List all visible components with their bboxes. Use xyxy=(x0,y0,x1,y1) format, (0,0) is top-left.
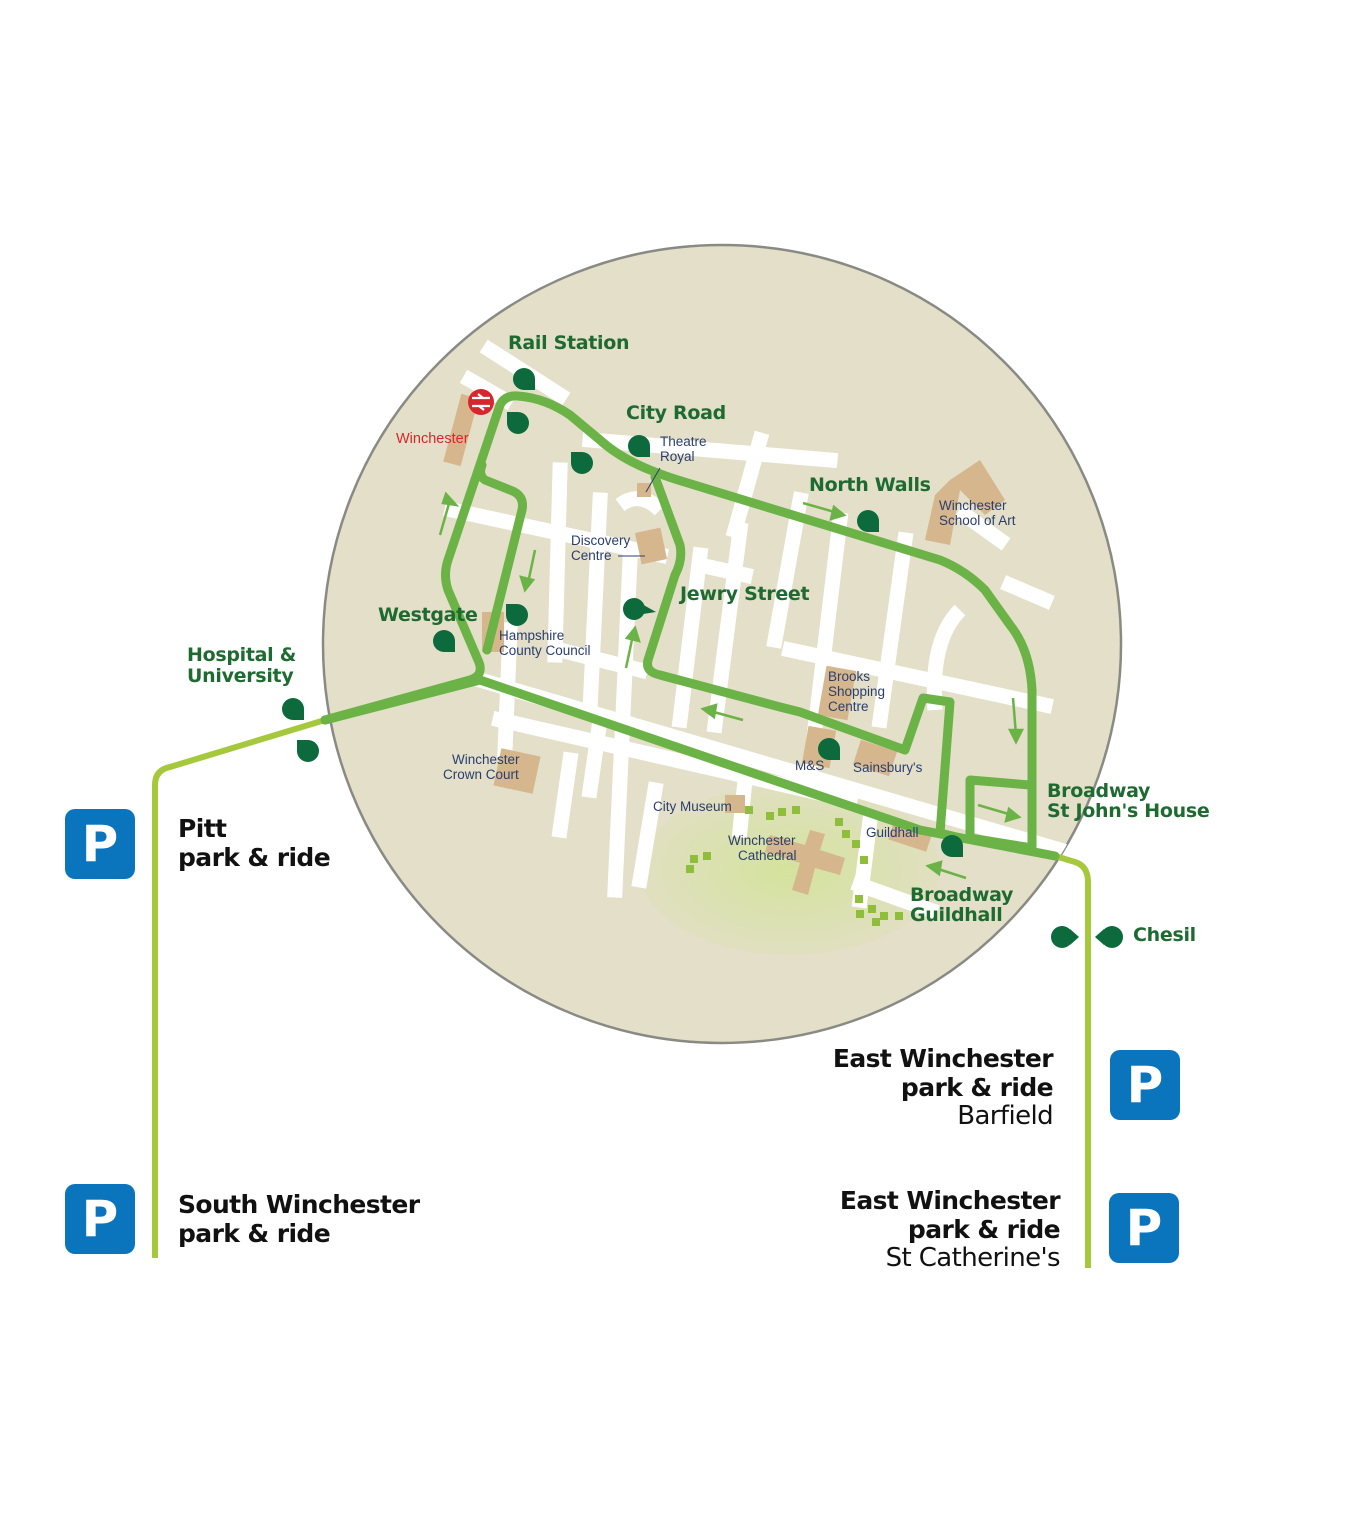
south-park-ride[interactable]: South Winchester park & ride xyxy=(178,1190,420,1248)
stop-marker-chesil-2 xyxy=(1101,926,1123,948)
label-brooks-3: Centre xyxy=(828,699,869,714)
label-brooks-1: Brooks xyxy=(828,669,870,684)
st-catherines-sub: park & ride xyxy=(907,1215,1061,1244)
parking-icon-barfield[interactable]: P xyxy=(1110,1050,1180,1120)
label-ms: M&S xyxy=(795,758,824,773)
label-cathedral-1: Winchester xyxy=(728,833,796,848)
stop-marker-westgate-2 xyxy=(506,604,528,626)
museum-building xyxy=(725,795,745,813)
south-sub: park & ride xyxy=(178,1219,331,1248)
label-broadway-sj-2: St John's House xyxy=(1047,800,1209,822)
label-sainsburys: Sainsbury's xyxy=(853,760,923,775)
st-catherines-place: St Catherine's xyxy=(885,1243,1061,1273)
label-crown-court-1: Winchester xyxy=(452,752,520,767)
label-hcc-2: County Council xyxy=(499,643,591,658)
stop-marker-hospital-1 xyxy=(282,698,304,720)
label-broadway-gh-1: Broadway xyxy=(910,884,1014,906)
label-discovery-1: Discovery xyxy=(571,533,631,548)
stop-marker-north-walls xyxy=(857,510,879,532)
pitt-park-ride[interactable]: Pitt park & ride xyxy=(178,814,331,872)
stop-marker-city-road-1 xyxy=(571,452,593,474)
stop-marker-jewry-street xyxy=(623,598,656,620)
label-chesil: Chesil xyxy=(1133,924,1196,946)
label-theatre-royal-2: Royal xyxy=(660,449,695,464)
discovery-centre-building xyxy=(634,527,668,565)
label-brooks-2: Shopping xyxy=(828,684,885,699)
label-broadway-gh-2: Guildhall xyxy=(910,904,1002,926)
stop-marker-westgate-1 xyxy=(433,630,455,652)
south-name: South Winchester xyxy=(178,1190,420,1219)
label-north-walls: North Walls xyxy=(809,474,931,496)
direction-arrows xyxy=(438,491,1025,880)
barfield-place: Barfield xyxy=(957,1101,1053,1131)
barfield-sub: park & ride xyxy=(900,1073,1054,1102)
pitt-name: Pitt xyxy=(178,814,227,843)
label-guildhall: Guildhall xyxy=(866,825,919,840)
cathedral-building xyxy=(765,830,845,895)
label-city-museum: City Museum xyxy=(653,799,732,814)
label-school-art-2: School of Art xyxy=(939,513,1016,528)
brooks-building xyxy=(817,665,857,721)
barfield-name: East Winchester xyxy=(832,1044,1054,1073)
stop-marker-chesil-1 xyxy=(1051,926,1073,948)
guildhall-building xyxy=(888,822,932,852)
parking-icon-south[interactable]: P xyxy=(65,1184,135,1254)
barfield-park-ride[interactable]: East Winchester park & ride Barfield xyxy=(832,1044,1054,1131)
label-hospital-2: University xyxy=(187,665,294,687)
label-jewry-street: Jewry Street xyxy=(678,583,809,605)
stop-marker-hospital-2 xyxy=(297,740,319,762)
stop-marker-rail-station-2 xyxy=(507,412,529,434)
stop-marker-city-road-2 xyxy=(628,435,650,457)
crown-court-building xyxy=(493,748,541,794)
city-loop-route[interactable] xyxy=(320,391,1060,861)
parking-icon-pitt[interactable]: P xyxy=(65,809,135,879)
pitt-sub: park & ride xyxy=(178,843,331,872)
label-winchester-station: Winchester xyxy=(396,431,469,447)
station-building xyxy=(443,393,479,467)
label-school-art-1: Winchester xyxy=(939,498,1007,513)
label-hcc-1: Hampshire xyxy=(499,628,564,643)
label-hospital-1: Hospital & xyxy=(187,644,296,666)
school-of-art-building xyxy=(925,460,1005,545)
stop-marker-rail-station xyxy=(513,368,535,390)
theatre-building xyxy=(637,483,651,497)
label-discovery-2: Centre xyxy=(571,548,612,563)
label-crown-court-2: Crown Court xyxy=(443,767,519,782)
outer-route xyxy=(152,717,1091,1268)
label-rail-station: Rail Station xyxy=(508,332,629,354)
label-broadway-sj-1: Broadway xyxy=(1047,780,1151,802)
stop-markers[interactable] xyxy=(282,368,1123,948)
stop-marker-ms xyxy=(818,738,840,760)
label-theatre-royal-1: Theatre xyxy=(660,434,707,449)
trees xyxy=(686,806,903,926)
label-city-road: City Road xyxy=(626,402,726,424)
sainsburys-building xyxy=(852,739,898,777)
rail-station-icon xyxy=(468,389,494,415)
parking-icon-st-catherines[interactable]: P xyxy=(1109,1193,1179,1263)
st-catherines-park-ride[interactable]: East Winchester park & ride St Catherine… xyxy=(839,1186,1061,1273)
label-westgate: Westgate xyxy=(378,604,478,626)
label-cathedral-2: Cathedral xyxy=(738,848,797,863)
st-catherines-name: East Winchester xyxy=(839,1186,1061,1215)
stop-marker-broadway-gh xyxy=(941,835,963,857)
